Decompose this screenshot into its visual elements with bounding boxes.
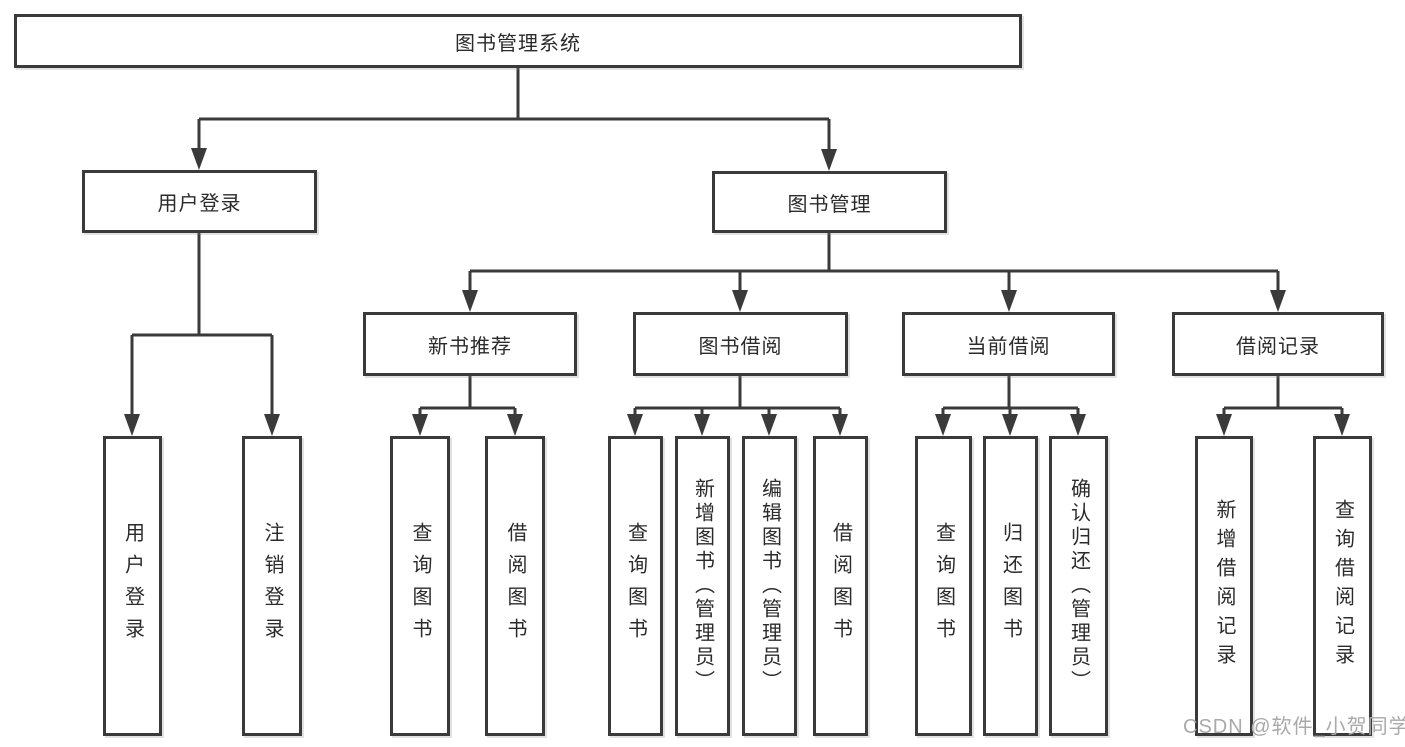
leaf-user-login-label: 用户登录	[121, 522, 144, 650]
leaf-return-book: 归还图书	[983, 436, 1038, 736]
node-root-label: 图书管理系统	[455, 32, 581, 55]
leaf-borrow-books: 借阅图书	[813, 436, 868, 736]
node-new-book-recommend-label: 新书推荐	[428, 335, 512, 358]
watermark: CSDN @软件_小贺同学	[1183, 716, 1405, 738]
leaf-query-books-current-label: 查询图书	[932, 522, 955, 650]
node-root: 图书管理系统	[14, 14, 1022, 68]
node-book-management-label: 图书管理	[787, 193, 872, 216]
node-current-borrow-label: 当前借阅	[966, 335, 1051, 358]
node-user-login: 用户登录	[82, 170, 317, 233]
leaf-logout: 注销登录	[242, 436, 302, 736]
leaf-borrow-books-label: 借阅图书	[829, 522, 852, 650]
leaf-add-borrow-record-label: 新增借阅记录	[1213, 499, 1235, 673]
node-new-book-recommend: 新书推荐	[363, 312, 577, 376]
leaf-add-book-admin-label: 新增图书（管理员）	[691, 478, 714, 694]
leaf-confirm-return-admin-label: 确认归还（管理员）	[1067, 478, 1090, 694]
node-user-login-label: 用户登录	[157, 193, 242, 215]
leaf-logout-label: 注销登录	[261, 522, 283, 650]
leaf-query-books-recommend: 查询图书	[390, 436, 450, 736]
node-book-borrow-label: 图书借阅	[698, 335, 783, 358]
leaf-query-borrow-record: 查询借阅记录	[1313, 436, 1372, 736]
node-current-borrow: 当前借阅	[902, 312, 1115, 376]
leaf-add-borrow-record: 新增借阅记录	[1195, 436, 1253, 736]
leaf-user-login: 用户登录	[103, 436, 162, 736]
leaf-query-borrow-record-label: 查询借阅记录	[1331, 499, 1354, 673]
leaf-query-books-borrow: 查询图书	[608, 436, 663, 736]
leaf-return-book-label: 归还图书	[999, 522, 1022, 650]
leaf-query-books-borrow-label: 查询图书	[624, 522, 647, 650]
node-borrow-records: 借阅记录	[1172, 312, 1384, 376]
leaf-edit-book-admin: 编辑图书（管理员）	[742, 436, 797, 736]
leaf-borrow-books-recommend: 借阅图书	[485, 436, 545, 736]
leaf-query-books-current: 查询图书	[915, 436, 972, 736]
leaf-edit-book-admin-label: 编辑图书（管理员）	[758, 478, 781, 694]
node-book-borrow: 图书借阅	[633, 312, 848, 376]
node-borrow-records-label: 借阅记录	[1236, 335, 1320, 358]
leaf-query-books-recommend-label: 查询图书	[409, 522, 431, 650]
node-book-management: 图书管理	[712, 171, 947, 233]
leaf-confirm-return-admin: 确认归还（管理员）	[1049, 436, 1108, 736]
leaf-borrow-books-recommend-label: 借阅图书	[504, 522, 526, 650]
leaf-add-book-admin: 新增图书（管理员）	[675, 436, 730, 736]
